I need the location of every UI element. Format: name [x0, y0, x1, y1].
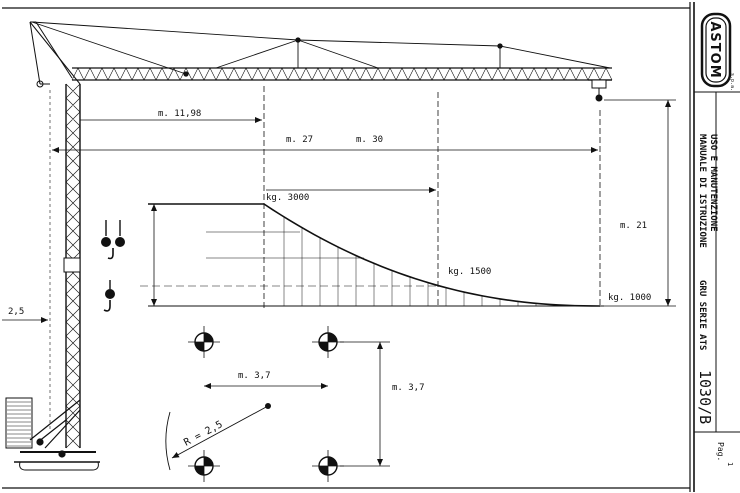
radius-max-label: m. 30	[356, 135, 383, 145]
model-number: 1030/B	[696, 370, 714, 424]
radius-mid-label: m. 27	[286, 135, 313, 145]
series-label: GRU SERIE ATS	[697, 280, 707, 350]
base-pad-icon	[312, 450, 344, 482]
radius-short-label: m. 11,98	[158, 109, 201, 119]
page-label: Pag.	[716, 442, 725, 461]
base-pad-icon	[188, 326, 220, 358]
base-struts	[14, 399, 100, 471]
jib	[71, 67, 613, 81]
manual-subtitle: USO E MANUTENZIONE	[708, 134, 718, 232]
height-label: m. 21	[620, 221, 647, 231]
brand-name: ASTOM	[707, 21, 722, 78]
max-load-label: kg. 3000	[266, 193, 309, 203]
cat-head	[29, 21, 81, 85]
page-number: 1	[726, 462, 734, 466]
single-hook-icon	[103, 280, 115, 312]
turning-radius-label: R = 2,5	[182, 419, 224, 449]
base-pad-icon	[188, 450, 220, 482]
jib-ties	[31, 21, 611, 77]
base-plan	[165, 326, 390, 482]
mid-load-label: kg. 1500	[448, 267, 491, 277]
crane	[5, 21, 613, 471]
brand-suffix: s.p.a.	[729, 73, 735, 91]
manual-title: MANUALE DI ISTRUZIONE	[697, 134, 707, 248]
dimensions	[2, 86, 676, 323]
tip-load-label: kg. 1000	[608, 293, 651, 303]
double-hook-icon	[101, 220, 125, 260]
title-block: ASTOM s.p.a. MANUALE DI ISTRUZIONE USO E…	[694, 12, 740, 466]
base-depth-label: m. 3,7	[392, 383, 425, 393]
base-width-label: m. 3,7	[238, 371, 271, 381]
left-offset-label: 2,5	[8, 307, 24, 317]
load-chart	[140, 203, 604, 307]
labels: m. 11,98 m. 27 m. 30 kg. 3000 m. 21 kg. …	[8, 109, 651, 449]
brand-logo: ASTOM s.p.a.	[700, 12, 735, 91]
sheet-frame	[2, 2, 695, 492]
base-pad-icon	[312, 326, 344, 358]
ballast	[5, 397, 33, 449]
trolley-hook	[591, 79, 607, 102]
